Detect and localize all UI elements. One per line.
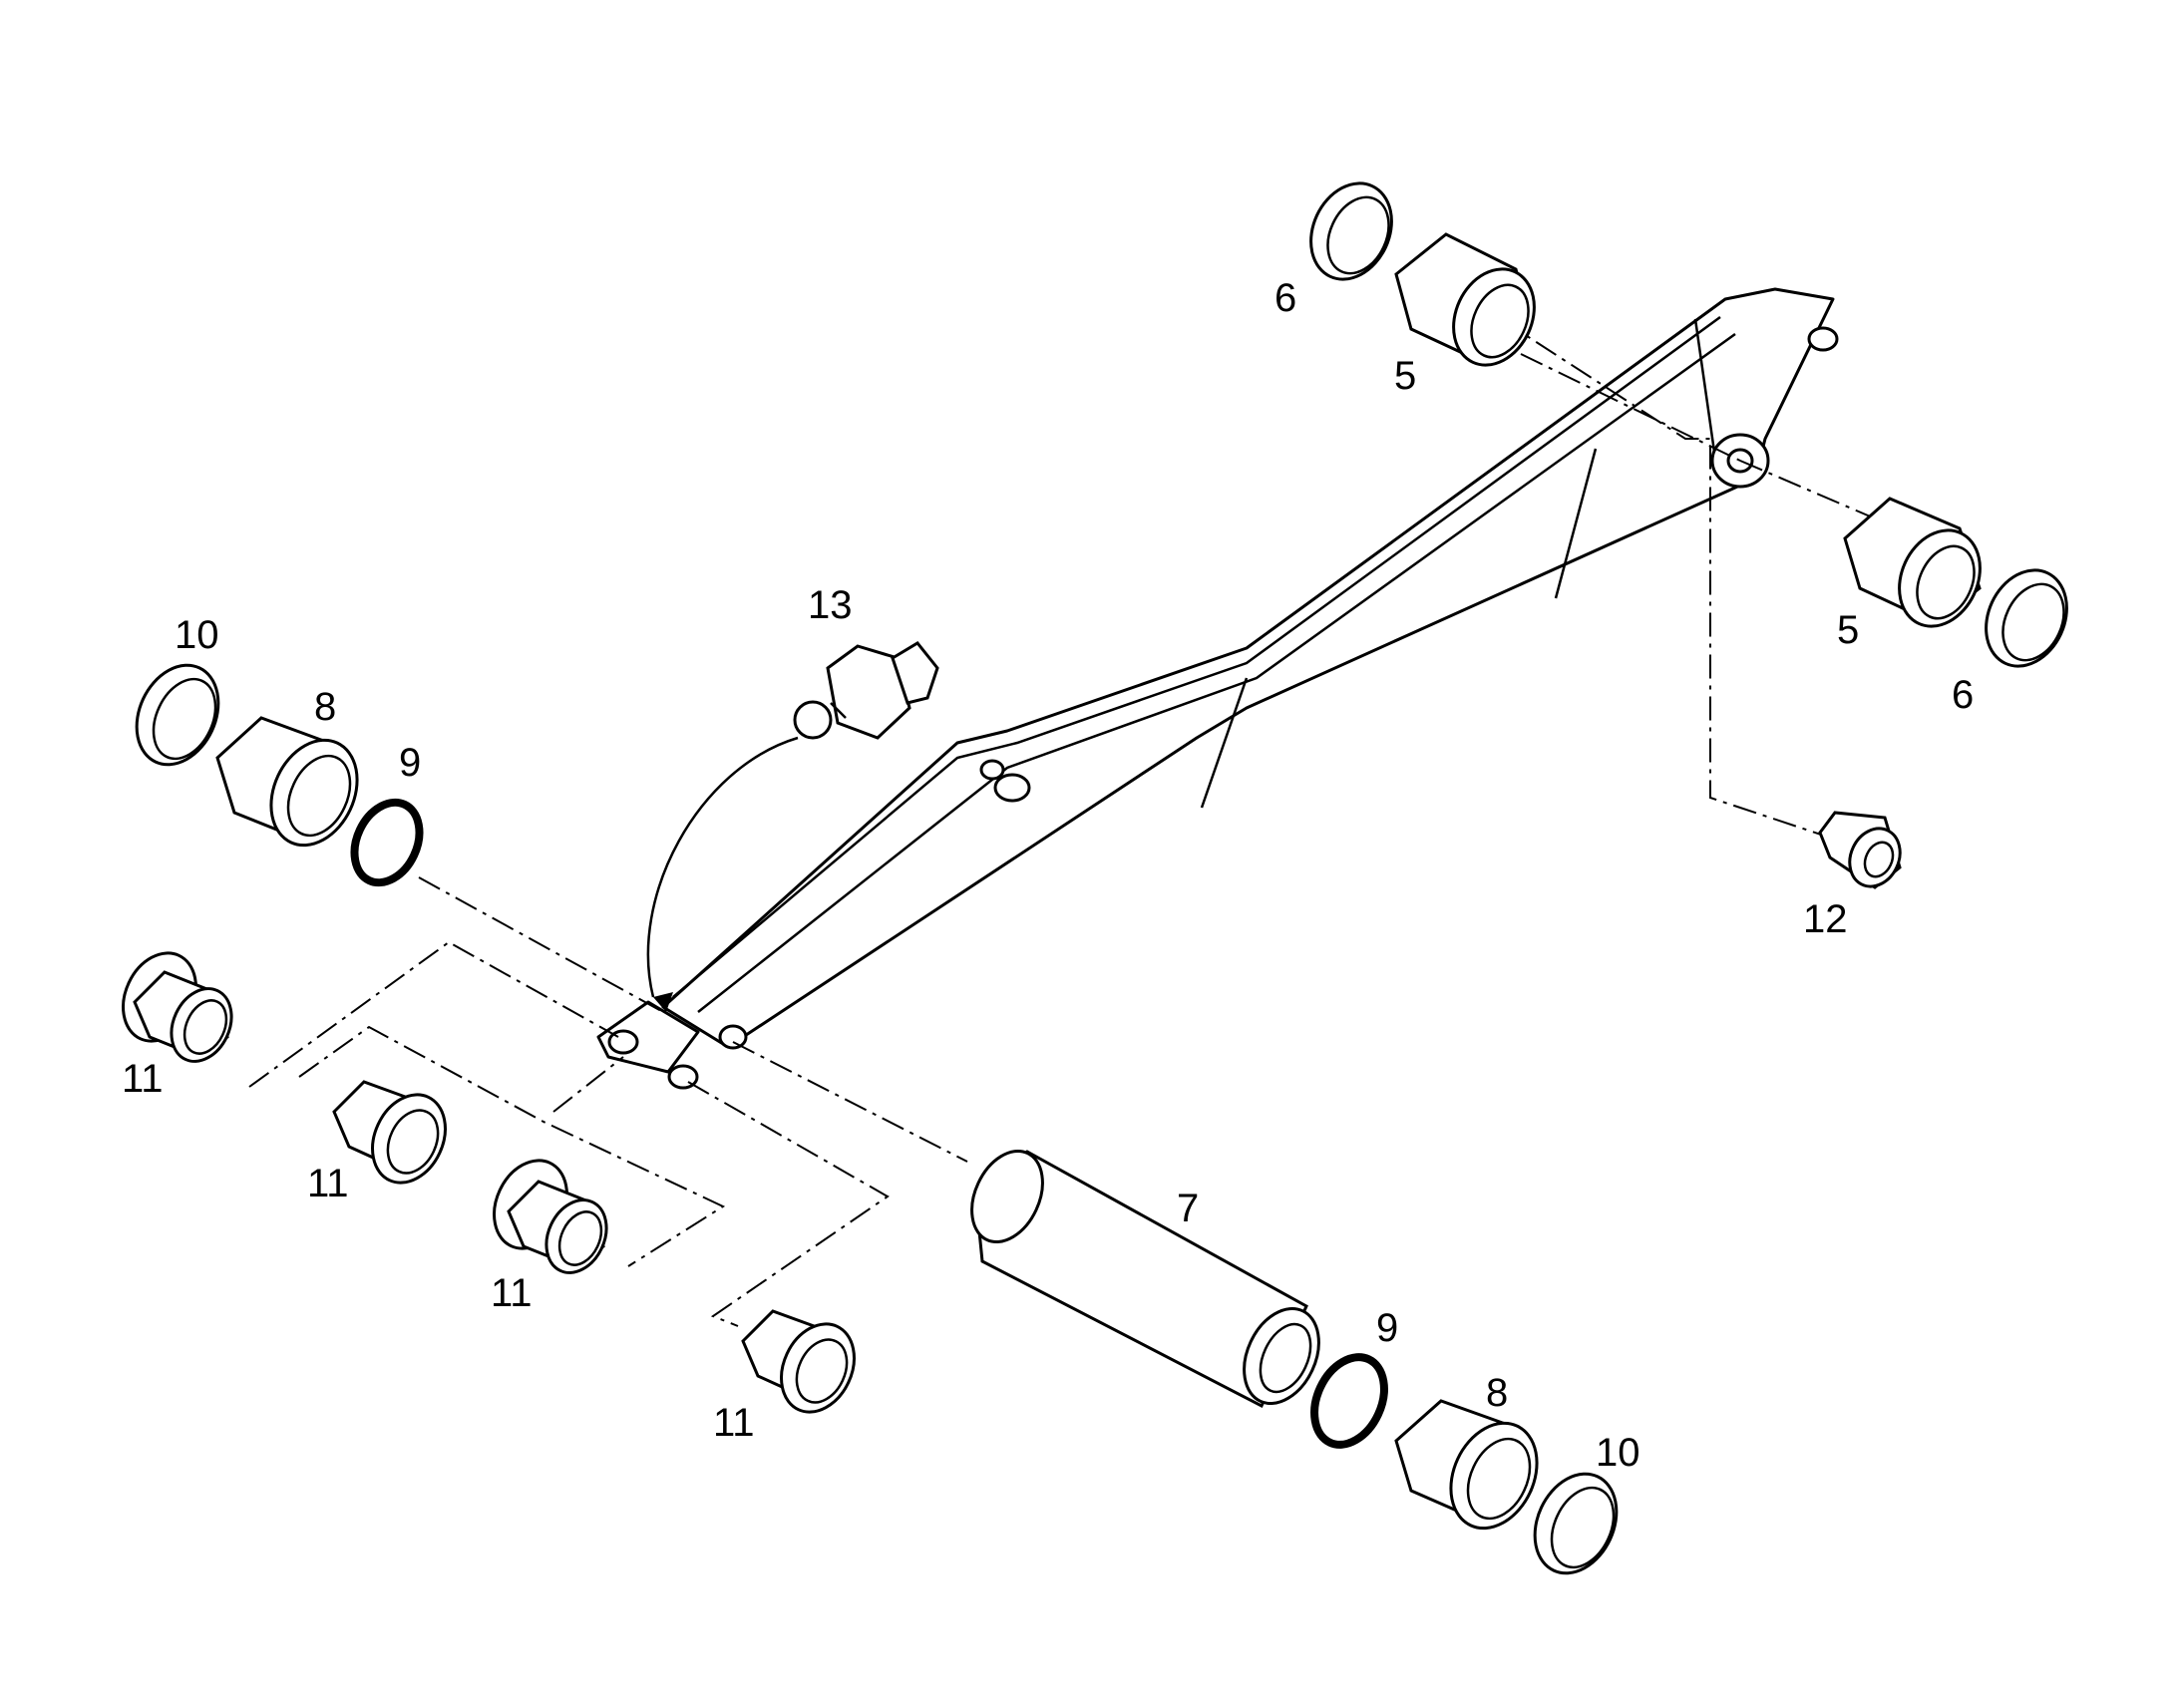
part-6-right-ring: [1985, 568, 2068, 668]
part-6-top-ring: [1309, 181, 1393, 281]
label-part-10-right: 10: [1596, 1431, 1640, 1475]
part-5-right-bushing: [1843, 497, 1982, 628]
label-part-5-right: 5: [1837, 608, 1859, 652]
label-part-5-top: 5: [1394, 354, 1416, 398]
boom-arm: [596, 287, 1839, 1090]
label-part-8-right: 8: [1486, 1371, 1508, 1415]
part-9-right-oring: [1310, 1353, 1388, 1449]
label-part-11-d: 11: [713, 1401, 755, 1445]
label-part-11-b: 11: [307, 1162, 349, 1205]
label-part-11-c: 11: [491, 1271, 533, 1315]
part-10-left-ring: [135, 663, 220, 767]
part-11-d-flanged-bushing: [741, 1309, 856, 1414]
part-7-pin: [970, 1149, 1320, 1409]
part-11-c-flanged-bushing: [493, 1159, 608, 1274]
part-8-right-bushing: [1394, 1399, 1539, 1531]
part-11-b-flanged-bushing: [332, 1080, 447, 1185]
mid-lug-eye: [993, 773, 1031, 803]
label-part-9-right: 9: [1376, 1306, 1398, 1350]
part-9-left-oring: [350, 798, 424, 887]
front-tip-eye: [1807, 326, 1839, 352]
part-12-plug: [1818, 811, 1902, 889]
part-13-grease-nipple: [793, 641, 939, 740]
label-part-8-left: 8: [314, 685, 336, 729]
label-part-7: 7: [1177, 1187, 1199, 1230]
part-5-top-bushing: [1394, 232, 1536, 367]
label-part-12: 12: [1803, 897, 1848, 941]
label-part-11-a: 11: [122, 1057, 164, 1101]
label-part-6-right: 6: [1952, 673, 1974, 717]
assembly-lines: [248, 318, 1876, 1327]
callout-labels: 6 5 5 6 12 13 10 8 9 11 11 11 11 7 9 8 1…: [122, 276, 1974, 1475]
label-part-13: 13: [808, 583, 853, 627]
part-10-right-ring: [1533, 1472, 1619, 1575]
fork-pin-hole-right: [718, 1024, 748, 1050]
label-part-9-left: 9: [399, 741, 421, 785]
boom-arm-body: [661, 287, 1835, 1049]
label-part-6-top: 6: [1274, 276, 1296, 320]
part-11-a-flanged-bushing: [122, 951, 233, 1063]
label-part-10-left: 10: [175, 613, 219, 657]
part-8-left-bushing: [215, 716, 359, 848]
